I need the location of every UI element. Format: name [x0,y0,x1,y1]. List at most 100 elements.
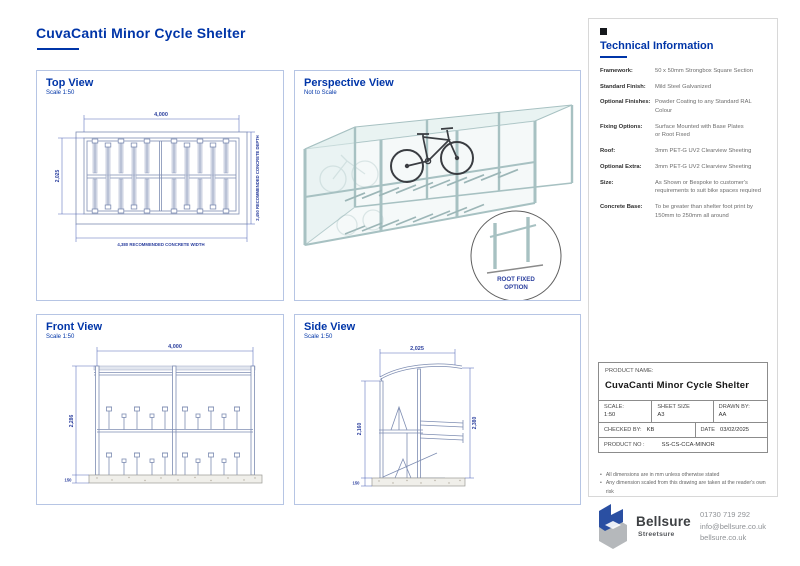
spec-value: As Shown or Bespoke to customer's requir… [655,179,762,195]
checked-by-value: KB [646,427,655,433]
front-view-title: Front View [46,321,103,333]
side-view-dimensions: 2,025 2,380 2,160 150 [353,346,478,487]
title-block-row2: CHECKED BY: KB DATE 03/02/2025 [599,422,767,437]
side-view-drawing: 2,025 2,380 2,160 150 [353,346,478,487]
top-view-scale: Scale 1:50 [46,90,75,97]
side-view-scale: Scale 1:50 [304,334,333,341]
phone-number: 01730 719 292 [700,510,751,519]
spec-value: Mild Steel Galvanized [655,83,712,90]
spec-label: Fixing Options: [600,123,643,130]
logo-notch [605,521,621,529]
root-fixed-callout: ROOT FIXED OPTION [470,210,562,300]
top-view-dimensions: 4,000 4,380 RECOMMENDED CONCRETE WIDTH 2… [55,112,260,247]
note-item: • All dimensions are in mm unless otherw… [600,471,768,479]
spec-row-optional-finishes: Optional Finishes: Powder Coating to any… [600,98,770,115]
top-view-concrete-depth-dim: 2,450 RECOMMENDED CONCRETE DEPTH [255,135,260,220]
callout-text-line1: ROOT FIXED [497,276,535,283]
email-address[interactable]: info@bellsure.co.uk [700,521,766,531]
scale-label: SCALE: [604,404,624,410]
product-no-value: SS-CS-CCA-MINOR [661,442,715,448]
product-name-label: PRODUCT NAME: [605,368,654,374]
concrete-speckle [96,476,256,482]
brand-name: Bellsure [636,514,691,529]
footer: Bellsure Streetsure 01730 719 292 info@b… [592,500,798,562]
note-text: All dimensions are in mm unless otherwis… [605,472,720,478]
perspective-view-header: Perspective View Not to Scale [304,77,394,96]
scale-value: 1:50 [604,412,616,418]
top-view-panel: Top View Scale 1:50 [36,70,284,301]
technical-information-underline [600,56,627,58]
sheet-size-value: A3 [657,412,665,418]
concrete-speckle-side [378,479,461,484]
spec-label: Standard Finish: [600,83,646,90]
note-item: • Any dimension scaled from this drawing… [600,479,768,496]
spec-label: Framework: [600,68,633,74]
shelter-render [303,104,574,247]
contact-block: 01730 719 292 info@bellsure.co.uk bellsu… [700,509,766,544]
perspective-view-panel: Perspective View Not to Scale [294,70,581,301]
drawn-by-value: AA [718,412,727,418]
technical-information-panel: Technical Information Framework: 50 x 50… [588,18,778,497]
spec-value: 3mm PET-G UV2 Clearview Sheeting [655,148,752,155]
spec-value: 3mm PET-G UV2 Clearview Sheeting [655,163,752,170]
title-block-row1: SCALE: 1:50 SHEET SIZE A3 DRAWN BY: AA [599,400,767,422]
title-block: PRODUCT NAME: CuvaCanti Minor Cycle Shel… [598,362,768,453]
scale-cell: SCALE: 1:50 [599,401,653,422]
perspective-view-title: Perspective View [304,77,394,89]
spec-value: Surface Mounted with Base Plates or Root… [655,123,744,139]
front-view-dimensions: 4,000 2,286 150 [65,344,254,484]
side-overall-height-dim: 2,380 [472,417,478,430]
date-cell: DATE 03/02/2025 [696,423,768,437]
note-text: Any dimension scaled from this drawing a… [605,480,766,495]
front-view-scale: Scale 1:50 [46,334,75,341]
website-url[interactable]: bellsure.co.uk [700,533,747,543]
spec-label: Concrete Base: [600,203,643,210]
title-underline [37,48,79,50]
drawing-notes: • All dimensions are in mm unless otherw… [600,471,768,496]
bellsure-logo [599,504,627,549]
sub-brand-name: Streetsure [638,531,675,538]
page-title: CuvaCanti Minor Cycle Shelter [36,25,246,41]
top-view-depth-dim: 2,025 [55,170,61,183]
checked-by-cell: CHECKED BY: KB [599,423,696,437]
technical-information-title: Technical Information [600,40,714,52]
spec-label: Roof: [600,148,616,155]
product-name: CuvaCanti Minor Cycle Shelter [605,380,750,391]
spec-value: Powder Coating to any Standard RAL Colou… [655,99,752,115]
spec-value: 50 x 50mm Strongbox Square Section [655,68,753,74]
front-view-drawing: 4,000 2,286 150 [65,344,263,484]
top-view-drawing: 4,000 4,380 RECOMMENDED CONCRETE WIDTH 2… [55,112,260,247]
spec-row-standard-finish: Standard Finish: Mild Steel Galvanized [600,83,770,92]
spec-label: Optional Finishes: [600,99,651,106]
side-frame-height-dim: 2,160 [357,423,363,436]
side-view-panel: Side View Scale 1:50 [294,314,581,505]
bullet: • [600,472,602,478]
sheet-size-cell: SHEET SIZE A3 [652,401,714,422]
front-view-panel: Front View Scale 1:50 [36,314,284,505]
title-block-row3: PRODUCT NO : SS-CS-CCA-MINOR [599,437,767,452]
spec-label: Optional Extra: [600,163,642,170]
sheet-size-label: SHEET SIZE [657,404,690,410]
front-width-dim: 4,000 [168,344,182,350]
bike [390,127,474,183]
callout-text-line2: OPTION [504,284,528,291]
front-base-dim: 150 [65,478,73,483]
date-label: DATE [700,427,716,433]
top-view-title: Top View [46,77,94,89]
date-value: 03/02/2025 [720,427,750,433]
spec-row-fixing-options: Fixing Options: Surface Mounted with Bas… [600,123,770,140]
decorative-square [600,28,607,35]
perspective-view-scale: Not to Scale [304,90,337,97]
top-view-header: Top View Scale 1:50 [46,77,93,96]
side-view-title: Side View [304,321,356,333]
drawn-by-label: DRAWN BY: [718,404,750,410]
spec-rows: Framework: 50 x 50mm Strongbox Square Se… [600,67,770,220]
front-height-dim: 2,286 [69,415,75,428]
side-base-dim: 150 [353,481,361,486]
product-no-label: PRODUCT NO : [604,442,645,448]
checked-by-label: CHECKED BY: [604,427,642,433]
spec-row-roof: Roof: 3mm PET-G UV2 Clearview Sheeting [600,147,770,156]
top-view-concrete-width-dim: 4,380 RECOMMENDED CONCRETE WIDTH [117,242,204,247]
spec-row-concrete-base: Concrete Base: To be greater than shelte… [600,203,770,220]
